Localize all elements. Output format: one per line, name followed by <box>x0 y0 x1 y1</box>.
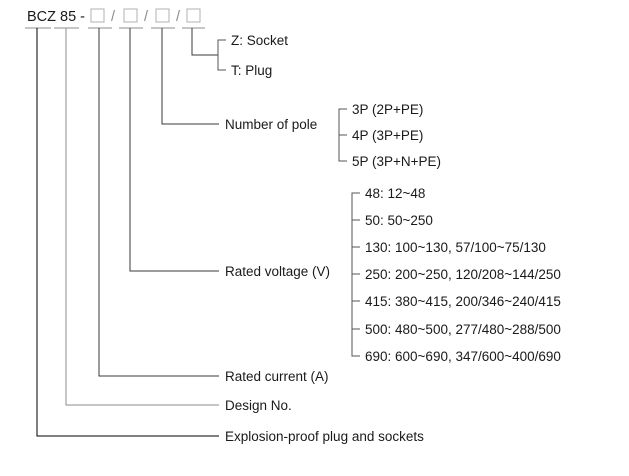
option-voltage-1: 50: 50~250 <box>365 213 433 228</box>
code-box-2[interactable] <box>123 8 138 23</box>
bracket-type <box>217 39 226 71</box>
option-voltage-3: 250: 200~250, 120/208~144/250 <box>365 267 561 282</box>
code-box-3[interactable] <box>155 8 170 23</box>
option-voltage-5: 500: 480~500, 277/480~288/500 <box>365 322 561 337</box>
option-pole-0: 3P (2P+PE) <box>352 102 423 117</box>
code-separator-1: / <box>111 9 116 25</box>
option-type-1: T: Plug <box>231 63 272 78</box>
label-pole: Number of pole <box>225 117 317 132</box>
option-voltage-4: 415: 380~415, 200/346~240/415 <box>365 294 561 309</box>
code-prefix: BCZ 85 - <box>27 9 85 25</box>
option-voltage-6: 690: 600~690, 347/600~400/690 <box>365 349 561 364</box>
code-box-1[interactable] <box>90 8 105 23</box>
option-pole-2: 5P (3P+N+PE) <box>352 154 441 169</box>
leader-line-voltage <box>129 28 219 272</box>
code-separator-2: / <box>144 9 149 25</box>
leader-line-type <box>191 28 218 56</box>
code-box-4[interactable] <box>186 8 201 23</box>
label-voltage: Rated voltage (V) <box>225 264 330 279</box>
option-pole-1: 4P (3P+PE) <box>352 128 423 143</box>
code-separator-3: / <box>176 9 181 25</box>
leader-line-current <box>98 28 219 377</box>
option-type-0: Z: Socket <box>231 33 288 48</box>
label-product: Explosion-proof plug and sockets <box>225 429 424 444</box>
label-current: Rated current (A) <box>225 369 329 384</box>
leader-line-design <box>65 28 219 406</box>
label-design: Design No. <box>225 398 292 413</box>
leader-line-product <box>36 28 219 437</box>
option-voltage-2: 130: 100~130, 57/100~75/130 <box>365 240 546 255</box>
option-voltage-0: 48: 12~48 <box>365 186 425 201</box>
leader-line-pole <box>161 28 219 125</box>
